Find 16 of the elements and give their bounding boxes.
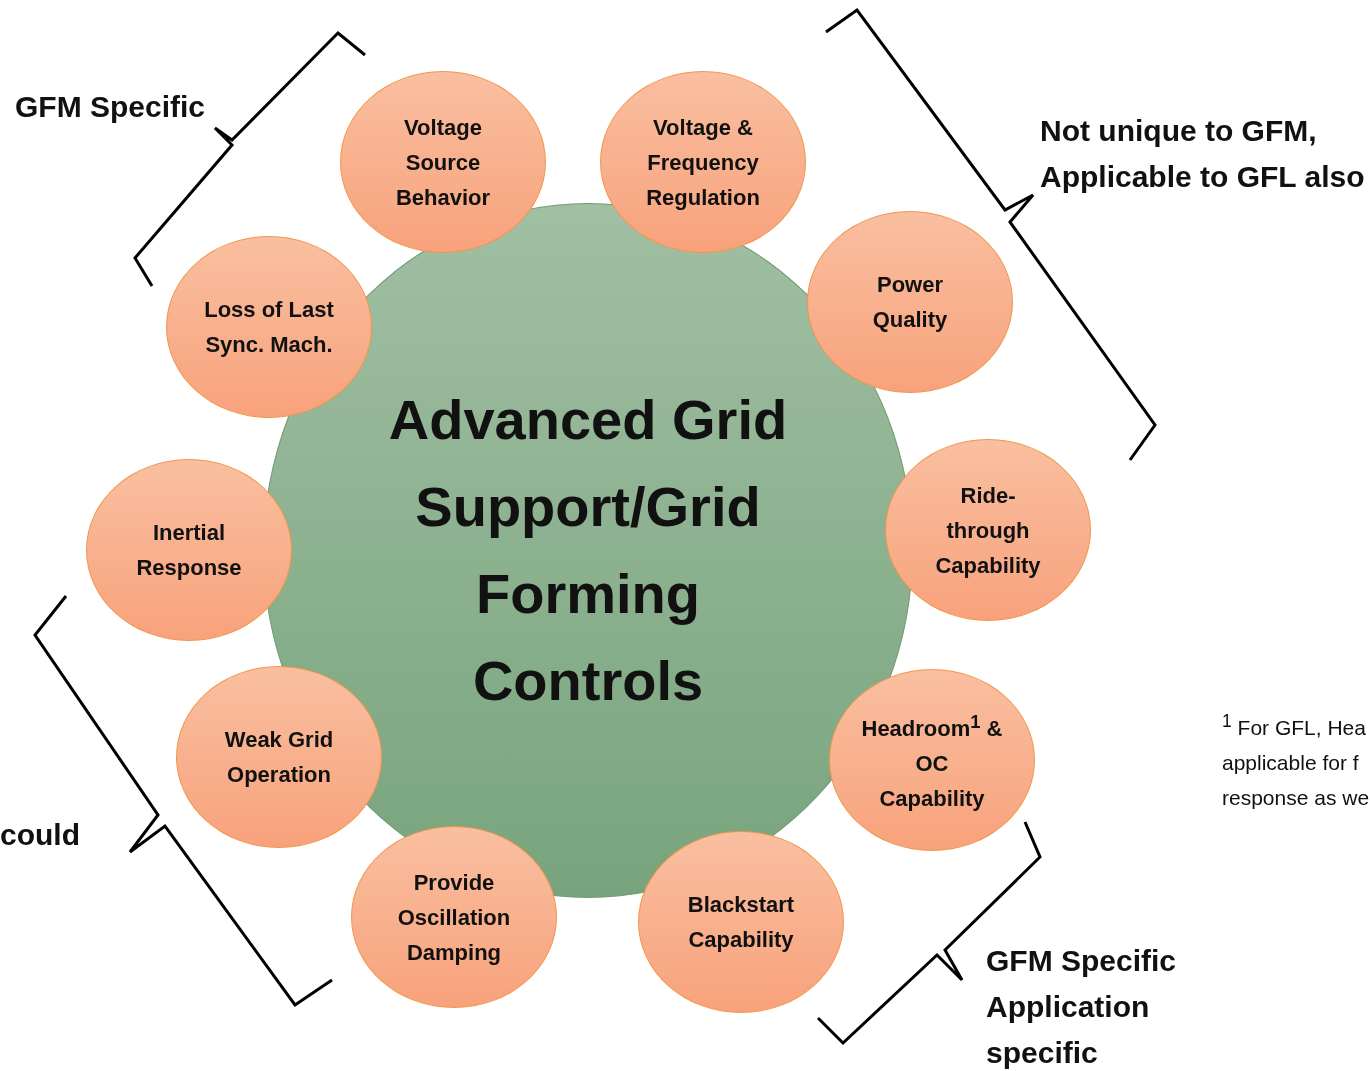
group-label: Not unique to GFM, Applicable to GFL also [1040,113,1366,195]
group-label: GFM Specific [15,89,207,125]
feature-circle: Loss of Last Sync. Mach. [166,236,372,418]
group-label: could [0,817,81,853]
group-label: Application specific [986,989,1151,1071]
footnote: $^{1}$ For GFL, Hea applicable for f response as we [1222,710,1370,811]
feature-circle: Inertial Response [86,459,292,641]
feature-circle: Voltage & Frequency Regulation [600,71,806,253]
feature-circle: Headroom$^{1}$ & OC Capability [829,669,1035,851]
feature-circle: Voltage Source Behavior [340,71,546,253]
feature-circle: Provide Oscillation Damping [351,826,557,1008]
feature-circle: Blackstart Capability [638,831,844,1013]
feature-circle: Weak Grid Operation [176,666,382,848]
feature-circle: Ride- through Capability [885,439,1091,621]
group-label: GFM Specific [986,943,1178,979]
feature-circle: Power Quality [807,211,1013,393]
